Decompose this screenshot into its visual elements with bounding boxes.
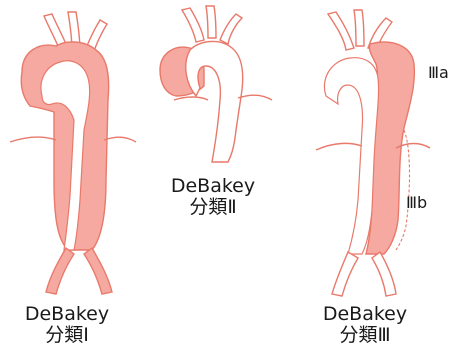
label-type1: DeBakey 分類Ⅰ	[12, 304, 122, 346]
arch-branches-type2	[182, 6, 242, 44]
aorta-body-type2	[186, 41, 243, 162]
iliac-bifurcation-type3	[332, 252, 396, 296]
aorta-type3	[316, 10, 430, 296]
label-type2: DeBakey 分類Ⅱ	[158, 176, 268, 218]
iliac-bifurcation-type1	[46, 248, 112, 294]
aorta-type1	[10, 12, 136, 294]
aorta-type2	[160, 6, 272, 162]
label-type3-class: 分類Ⅲ	[310, 325, 420, 346]
true-lumen-type3	[324, 58, 378, 254]
label-type1-class: 分類Ⅰ	[12, 325, 122, 346]
label-type2-name: DeBakey	[158, 176, 268, 197]
label-type3-subtype-b: Ⅲb	[406, 194, 427, 212]
label-type2-class: 分類Ⅱ	[158, 197, 268, 218]
label-type1-name: DeBakey	[12, 304, 122, 325]
label-type3-subtype-a: Ⅲa	[428, 64, 449, 82]
label-type3-name: DeBakey	[310, 304, 420, 325]
label-type3: DeBakey 分類Ⅲ	[310, 304, 420, 346]
